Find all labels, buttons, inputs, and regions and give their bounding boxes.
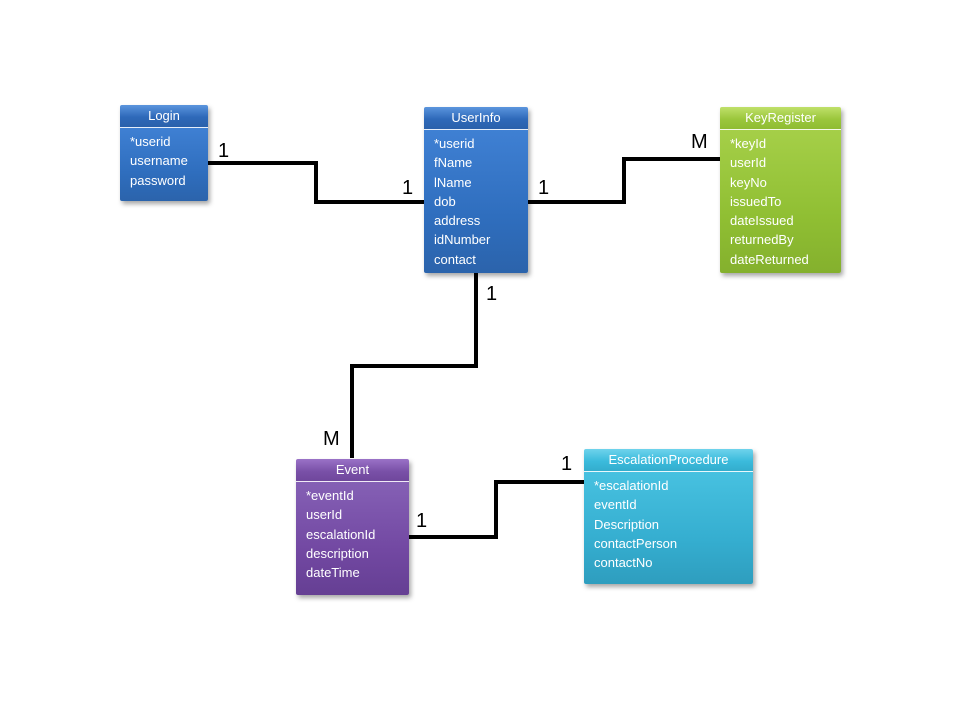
field-userid: *userid: [434, 136, 475, 151]
field-issuedto: issuedTo: [730, 193, 782, 209]
field-description: description: [306, 545, 369, 561]
userinfo-event-line: [350, 272, 478, 458]
event-fields: *eventId userId escalationId description…: [296, 482, 409, 595]
userinfo-title: UserInfo: [424, 107, 528, 130]
login-title: Login: [120, 105, 208, 128]
login-userinfo-line: [208, 161, 424, 204]
login-fields: *userid username password: [120, 128, 208, 201]
userinfo-entity[interactable]: UserInfo *userid fName lName dob address…: [424, 107, 528, 273]
field-dob: dob: [434, 193, 456, 209]
login-entity[interactable]: Login *userid username password: [120, 105, 208, 201]
field-eventid: *eventId: [306, 488, 354, 503]
cardinality-userinfo-event-side: 1: [486, 283, 498, 305]
field-address: address: [434, 213, 481, 229]
cardinality-escalation-side: 1: [561, 453, 573, 475]
field-keyid: *keyId: [730, 136, 767, 151]
field-userid: *userid: [130, 134, 171, 149]
escalation-fields: *escalationId eventId Description contac…: [584, 472, 753, 584]
userinfo-fields: *userid fName lName dob address idNumber…: [424, 130, 528, 273]
field-userid: userId: [306, 507, 343, 523]
field-lname: lName: [434, 174, 472, 190]
field-contactno: contactNo: [594, 555, 653, 571]
event-escalation-line: [409, 480, 584, 539]
field-contactperson: contactPerson: [594, 535, 678, 551]
field-fname: fName: [434, 155, 473, 171]
field-escalationid: *escalationId: [594, 478, 669, 493]
cardinality-login-side: 1: [218, 140, 230, 162]
cardinality-keyregister-side: M: [691, 131, 708, 153]
cardinality-event-side: M: [323, 428, 340, 450]
keyregister-entity[interactable]: KeyRegister *keyId userId keyNo issuedTo…: [720, 107, 841, 273]
cardinality-userinfo-login-side: 1: [402, 177, 414, 199]
event-entity[interactable]: Event *eventId userId escalationId descr…: [296, 459, 409, 595]
cardinality-userinfo-key-side: 1: [538, 177, 550, 199]
field-eventid: eventId: [594, 497, 637, 513]
field-datetime: dateTime: [306, 565, 360, 581]
escalation-entity[interactable]: EscalationProcedure *escalationId eventI…: [584, 449, 753, 584]
event-title: Event: [296, 459, 409, 482]
keyregister-fields: *keyId userId keyNo issuedTo dateIssued …: [720, 130, 841, 273]
field-returnedby: returnedBy: [730, 232, 794, 248]
field-keyno: keyNo: [730, 174, 767, 190]
userinfo-keyregister-line: [528, 157, 720, 204]
field-password: password: [130, 172, 186, 188]
field-description: Description: [594, 516, 660, 532]
escalation-title: EscalationProcedure: [584, 449, 753, 472]
keyregister-title: KeyRegister: [720, 107, 841, 130]
field-escalationid: escalationId: [306, 526, 376, 542]
field-dateissued: dateIssued: [730, 213, 794, 229]
field-username: username: [130, 153, 188, 169]
cardinality-event-esc-side: 1: [416, 510, 428, 532]
field-idnumber: idNumber: [434, 232, 491, 248]
field-datereturned: dateReturned: [730, 251, 809, 267]
field-contact: contact: [434, 251, 476, 267]
field-userid: userId: [730, 155, 767, 171]
